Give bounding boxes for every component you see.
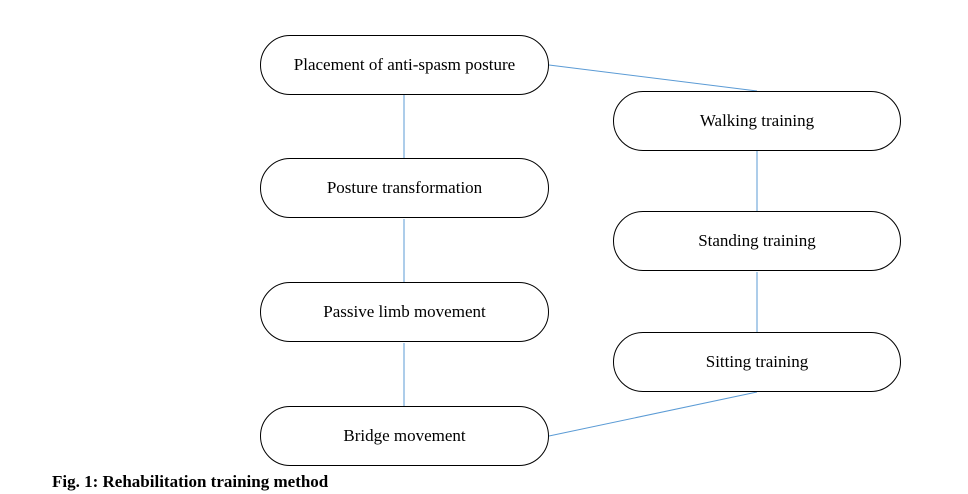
node-bridge-movement: Bridge movement: [260, 406, 549, 466]
node-standing-training: Standing training: [613, 211, 901, 271]
figure-caption: Fig. 1: Rehabilitation training method: [52, 472, 329, 491]
node-sitting-training: Sitting training: [613, 332, 901, 392]
node-placement-of-anti-spasm-posture: Placement of anti-spasm posture: [260, 35, 549, 95]
node-walking-training: Walking training: [613, 91, 901, 151]
node-posture-transformation: Posture transformation: [260, 158, 549, 218]
node-passive-limb-movement: Passive limb movement: [260, 282, 549, 342]
connector-bridge-to-sitting: [548, 391, 758, 437]
connector-walking-to-placement: [548, 64, 758, 92]
